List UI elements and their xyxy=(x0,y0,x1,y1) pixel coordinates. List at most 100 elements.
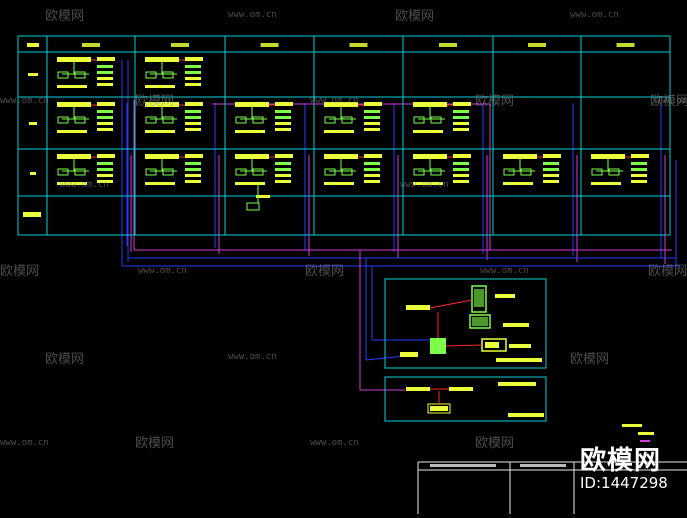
device-rack xyxy=(97,77,113,80)
device-rack xyxy=(275,110,291,113)
device-caption xyxy=(145,130,175,133)
device-bus xyxy=(145,102,179,107)
device-rack xyxy=(275,116,291,119)
watermark-url: www.om.cn xyxy=(60,180,109,190)
device-rack xyxy=(97,65,113,68)
device-rack xyxy=(185,168,201,171)
device-switch xyxy=(162,168,174,176)
device-rack xyxy=(364,128,380,131)
device-bus xyxy=(57,57,91,62)
control-label xyxy=(496,358,542,362)
device-switch xyxy=(430,116,442,124)
device-rack xyxy=(364,122,380,125)
device-rack xyxy=(185,71,201,74)
device-switch xyxy=(57,116,69,124)
device-rack xyxy=(185,180,201,183)
row-label-mark xyxy=(29,122,37,125)
device-rack xyxy=(364,180,380,183)
device-rack xyxy=(453,168,469,171)
device-label xyxy=(364,102,382,106)
device-label xyxy=(275,102,293,106)
watermark-logo: 欧模网 xyxy=(45,352,85,367)
header-mark xyxy=(616,43,635,47)
watermark-logo: 欧模网 xyxy=(0,264,40,279)
legend-mark xyxy=(640,440,650,442)
device-caption xyxy=(413,182,443,185)
watermark-logo: 欧模网 xyxy=(305,264,345,279)
device-caption xyxy=(145,182,175,185)
device-rack xyxy=(185,65,201,68)
device-switch xyxy=(520,168,532,176)
watermark-url: www.om.cn xyxy=(228,352,277,362)
header-mark xyxy=(82,43,100,47)
control-label xyxy=(495,294,515,298)
device-rack xyxy=(275,180,291,183)
device-caption xyxy=(256,195,270,198)
brand-watermark: 欧模网 xyxy=(580,446,662,476)
control-label xyxy=(508,413,544,417)
watermark-logo: 欧模网 xyxy=(135,94,175,109)
brand-id-label: ID:1447298 xyxy=(580,474,668,492)
device-caption xyxy=(57,85,87,88)
device-rack xyxy=(97,128,113,131)
device-switch xyxy=(591,168,603,176)
control-device xyxy=(400,352,418,357)
device-switch xyxy=(246,202,260,211)
device-switch xyxy=(57,168,69,176)
device-switch xyxy=(252,116,264,124)
watermark-url: www.om.cn xyxy=(310,96,359,106)
title-block-text xyxy=(520,464,566,467)
device-switch xyxy=(74,116,86,124)
device-label xyxy=(185,57,203,61)
device-rack xyxy=(185,110,201,113)
device-caption xyxy=(235,130,265,133)
control-box-upper xyxy=(384,278,547,369)
device-switch xyxy=(145,71,157,79)
device-switch xyxy=(341,116,353,124)
device-rack xyxy=(543,168,559,171)
device-switch xyxy=(413,116,425,124)
device-rack xyxy=(275,174,291,177)
device-rack xyxy=(275,168,291,171)
row-label-mark xyxy=(23,212,41,217)
device-label xyxy=(453,154,471,158)
device-label xyxy=(97,57,115,61)
device-bus xyxy=(413,154,447,159)
device-switch xyxy=(235,168,247,176)
row-label-mark xyxy=(30,172,36,175)
watermark-logo: 欧模网 xyxy=(475,94,515,109)
server-tower xyxy=(471,285,487,313)
device-rack xyxy=(453,162,469,165)
device-bus xyxy=(324,102,358,107)
device-bus xyxy=(145,57,179,62)
device-caption xyxy=(591,182,621,185)
device-rack xyxy=(97,71,113,74)
control-device xyxy=(406,387,430,391)
header-mark xyxy=(27,43,39,47)
device-switch xyxy=(252,168,264,176)
header-mark xyxy=(528,43,546,47)
device-rack xyxy=(275,128,291,131)
watermark-url: www.om.cn xyxy=(0,438,49,448)
device-switch xyxy=(430,168,442,176)
device-switch xyxy=(341,168,353,176)
device-caption xyxy=(57,182,87,185)
wire-red xyxy=(429,299,473,309)
device-caption xyxy=(503,182,533,185)
device-rack xyxy=(185,83,201,86)
device-rack xyxy=(364,168,380,171)
control-device xyxy=(449,387,473,391)
device-rack xyxy=(631,168,647,171)
device-rack xyxy=(185,116,201,119)
device-rack xyxy=(453,116,469,119)
device-switch xyxy=(57,71,69,79)
header-mark xyxy=(260,43,279,47)
device-rack xyxy=(275,122,291,125)
device-rack xyxy=(453,122,469,125)
watermark-url: www.om.cn xyxy=(310,438,359,448)
device-switch xyxy=(324,168,336,176)
watermark-logo: 欧模网 xyxy=(475,436,515,451)
watermark-logo: 欧模网 xyxy=(135,436,175,451)
device-switch xyxy=(235,116,247,124)
watermark-url: www.om.cn xyxy=(655,96,687,106)
